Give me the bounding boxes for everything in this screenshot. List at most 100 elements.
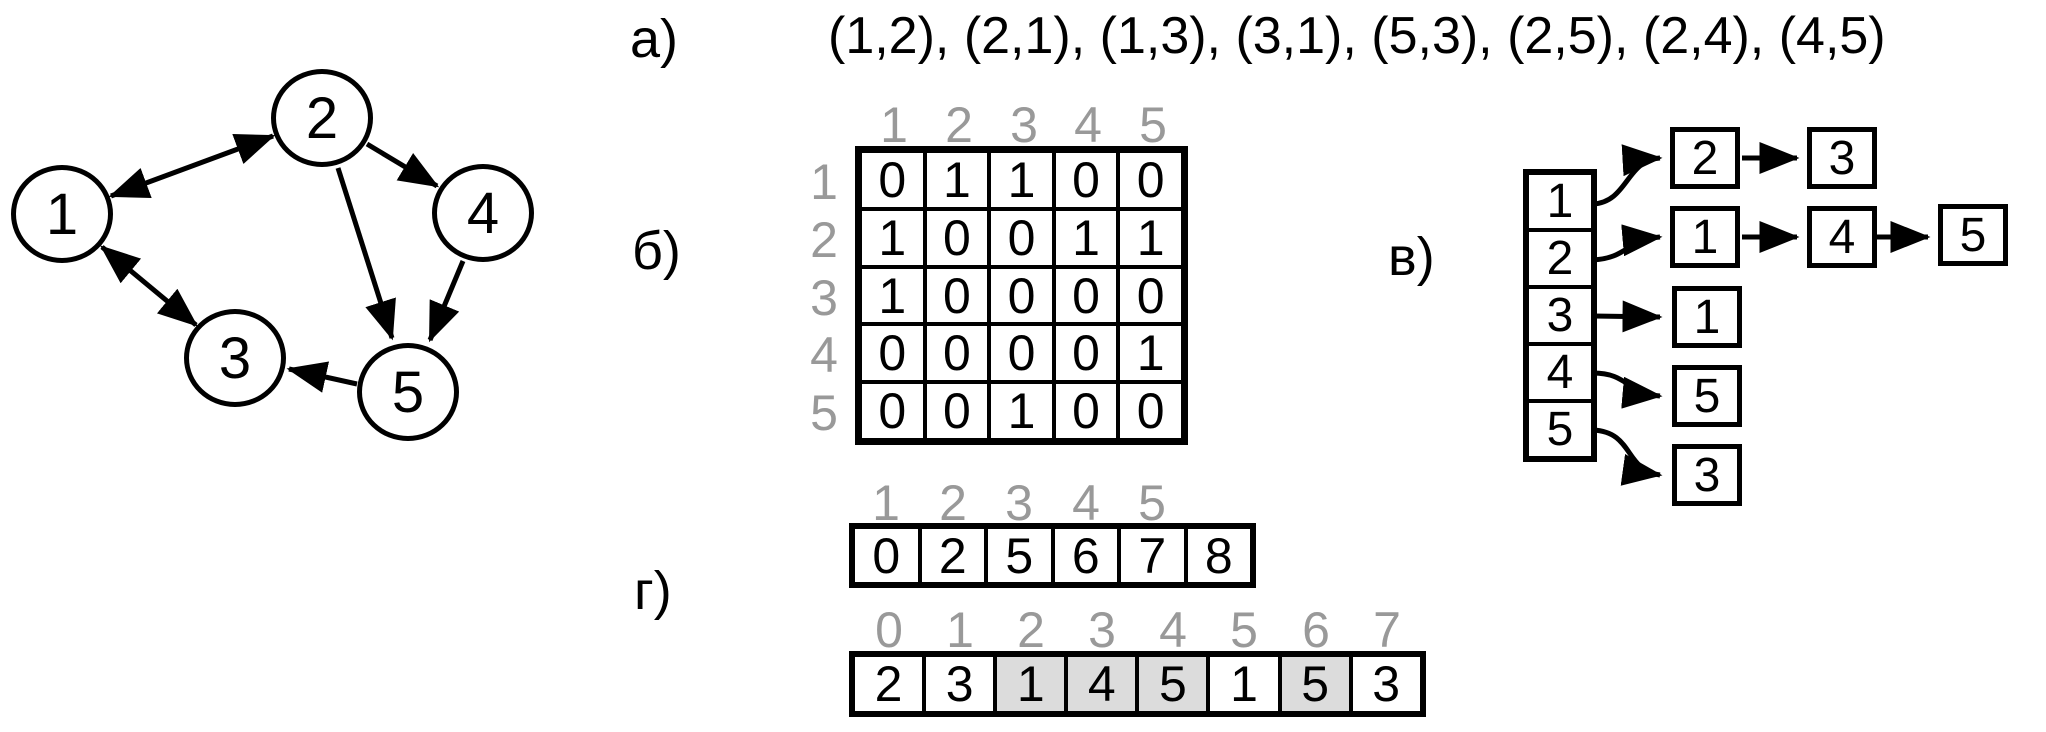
edge-list-text: (1,2), (2,1), (1,3), (3,1), (5,3), (2,5)… bbox=[828, 7, 1886, 65]
array-index-header: 3 bbox=[1005, 475, 1033, 531]
array-cell: 2 bbox=[919, 527, 986, 584]
matrix-cell: 0 bbox=[1053, 382, 1119, 440]
edges-array-grid: 2 3 1 4 5 1 5 3 bbox=[849, 651, 1426, 717]
matrix-cell: 0 bbox=[1053, 151, 1119, 209]
array-index-header: 3 bbox=[1088, 602, 1116, 658]
offsets-array-grid: 0 2 5 6 7 8 bbox=[849, 523, 1256, 588]
matrix-cell: 1 bbox=[989, 382, 1054, 440]
graph-node-5: 5 bbox=[357, 343, 459, 441]
graph-node-1: 1 bbox=[11, 165, 113, 263]
array-cell: 3 bbox=[924, 655, 996, 713]
graph-node-4: 4 bbox=[432, 164, 534, 262]
matrix-cell: 1 bbox=[1118, 208, 1183, 267]
array-cell-shaded: 1 bbox=[995, 655, 1067, 713]
edge-1-3 bbox=[100, 245, 198, 327]
matrix-row-header: 3 bbox=[810, 270, 838, 326]
matrix-cell: 0 bbox=[924, 382, 990, 440]
array-index-header: 2 bbox=[1017, 602, 1045, 658]
matrix-cell: 0 bbox=[989, 324, 1054, 383]
edge-1-2 bbox=[108, 133, 276, 199]
matrix-cell: 0 bbox=[989, 266, 1054, 325]
matrix-row-header: 4 bbox=[810, 327, 838, 383]
matrix-col-header: 1 bbox=[880, 97, 908, 153]
array-cell: 1 bbox=[1208, 655, 1280, 713]
array-cell: 5 bbox=[986, 527, 1053, 584]
list-head-2: 2 bbox=[1527, 230, 1593, 287]
array-index-header: 5 bbox=[1138, 475, 1166, 531]
array-index-header: 1 bbox=[872, 475, 900, 531]
matrix-cell: 0 bbox=[1118, 151, 1183, 209]
list-node: 2 bbox=[1670, 127, 1740, 189]
edge-5-3 bbox=[286, 361, 358, 393]
array-cell-shaded: 5 bbox=[1137, 655, 1209, 713]
label-a: а) bbox=[630, 9, 679, 69]
matrix-row-header: 1 bbox=[810, 154, 838, 210]
graph-node-3: 3 bbox=[184, 309, 286, 407]
list-head-3: 3 bbox=[1527, 287, 1593, 344]
matrix-row-header: 2 bbox=[810, 212, 838, 268]
matrix-cell: 0 bbox=[924, 208, 990, 267]
array-index-header: 4 bbox=[1159, 602, 1187, 658]
adj-arrow-head5 bbox=[1592, 427, 1663, 486]
array-cell: 7 bbox=[1119, 527, 1186, 584]
edge-2-4 bbox=[365, 141, 440, 189]
array-cell-shaded: 5 bbox=[1279, 655, 1351, 713]
adj-arrow-head4 bbox=[1592, 370, 1663, 409]
label-g: г) bbox=[634, 561, 672, 621]
matrix-cell: 0 bbox=[924, 266, 990, 325]
list-node: 3 bbox=[1672, 444, 1742, 506]
matrix-col-header: 4 bbox=[1074, 97, 1102, 153]
matrix-cell: 1 bbox=[1053, 208, 1119, 267]
matrix-cell: 0 bbox=[860, 382, 925, 440]
matrix-cell: 1 bbox=[924, 151, 990, 209]
array-cell: 0 bbox=[853, 527, 920, 584]
list-node: 5 bbox=[1672, 365, 1742, 427]
array-index-header: 2 bbox=[939, 475, 967, 531]
graph-node-2: 2 bbox=[271, 69, 373, 167]
matrix-cell: 0 bbox=[1118, 266, 1183, 325]
list-node: 1 bbox=[1670, 206, 1740, 268]
adj-arrow-head1 bbox=[1592, 144, 1663, 207]
array-index-header: 0 bbox=[875, 602, 903, 658]
list-node: 1 bbox=[1672, 286, 1742, 348]
array-index-header: 6 bbox=[1302, 602, 1330, 658]
edge-4-5 bbox=[427, 260, 466, 343]
adjacency-list-heads: 1 2 3 4 5 bbox=[1523, 169, 1597, 462]
matrix-cell: 0 bbox=[1053, 324, 1119, 383]
list-node: 3 bbox=[1807, 127, 1877, 189]
array-index-header: 7 bbox=[1373, 602, 1401, 658]
matrix-cell: 0 bbox=[989, 208, 1054, 267]
list-node: 4 bbox=[1807, 206, 1877, 268]
list-node: 5 bbox=[1938, 204, 2008, 266]
array-cell: 2 bbox=[853, 655, 925, 713]
array-cell: 3 bbox=[1350, 655, 1422, 713]
label-v: в) bbox=[1388, 227, 1435, 287]
matrix-cell: 0 bbox=[924, 324, 990, 383]
matrix-col-header: 3 bbox=[1010, 97, 1038, 153]
array-cell-shaded: 4 bbox=[1066, 655, 1138, 713]
adj-arrow-head2 bbox=[1592, 224, 1663, 263]
matrix-cell: 1 bbox=[1118, 324, 1183, 383]
matrix-cell: 0 bbox=[1053, 266, 1119, 325]
list-head-1: 1 bbox=[1527, 173, 1593, 230]
matrix-cell: 1 bbox=[860, 266, 925, 325]
matrix-row-header: 5 bbox=[810, 385, 838, 441]
matrix-cell: 0 bbox=[860, 324, 925, 383]
matrix-cell: 0 bbox=[1118, 382, 1183, 440]
matrix-cell: 0 bbox=[860, 151, 925, 209]
list-head-5: 5 bbox=[1527, 401, 1593, 458]
label-b: б) bbox=[632, 221, 681, 281]
matrix-cell: 1 bbox=[989, 151, 1054, 209]
edge-2-5 bbox=[335, 167, 396, 341]
matrix-col-header: 5 bbox=[1139, 97, 1167, 153]
array-index-header: 5 bbox=[1230, 602, 1258, 658]
array-cell: 6 bbox=[1052, 527, 1119, 584]
adj-arrow-head3 bbox=[1592, 300, 1663, 333]
matrix-cell: 1 bbox=[860, 208, 925, 267]
array-index-header: 1 bbox=[946, 602, 974, 658]
matrix-col-header: 2 bbox=[945, 97, 973, 153]
list-head-4: 4 bbox=[1527, 344, 1593, 401]
array-index-header: 4 bbox=[1072, 475, 1100, 531]
